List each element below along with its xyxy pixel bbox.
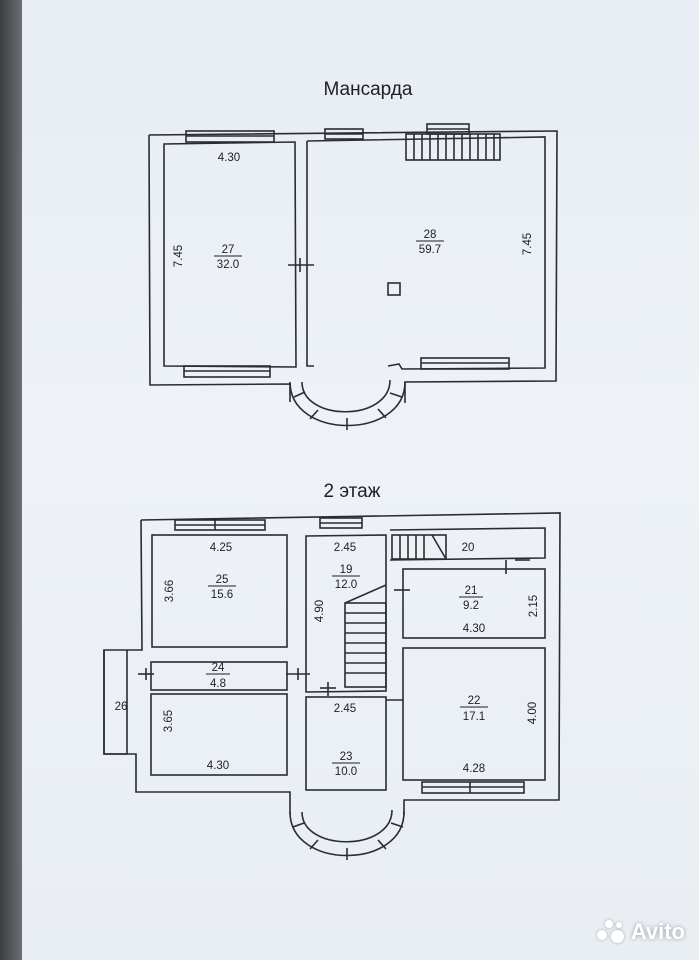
room-21-outline [402,568,546,639]
attic-chimney [387,282,401,296]
room-22-area: 17.1 [463,711,485,723]
paper-sheet [22,0,699,960]
room-lower-left-length: 3.65 [163,710,175,732]
attic-plan [148,123,558,430]
room-26-annex [103,650,128,755]
room-19-number: 19 [340,564,353,576]
room-21-width: 4.30 [463,623,485,635]
room-28-length: 7.45 [522,233,534,255]
room-23-width: 2.45 [334,703,356,715]
room-19-width: 2.45 [334,542,356,554]
room-24-outline [150,661,288,691]
room-27-width: 4.30 [218,152,240,164]
avito-logo-icon [596,918,625,946]
floor2-title: 2 этаж [324,481,381,502]
room-19-length: 4.90 [314,600,326,622]
room-27-area: 32.0 [217,259,239,271]
page-edge-shadow [0,0,22,960]
room-25-number: 25 [216,574,229,586]
room-22-length: 4.00 [527,702,539,724]
floor2-stairs [344,602,387,688]
room-24-number: 24 [212,662,225,674]
room-lower-left-outline [150,693,288,776]
room-25-outline [151,534,288,648]
room-28-number: 28 [424,229,437,241]
room-23-outline [305,696,387,791]
room-20-number: 20 [462,542,475,554]
room-28-area: 59.7 [419,244,441,256]
attic-stairs [405,133,501,161]
room-20-corridor [389,527,546,561]
avito-watermark: Avito [596,918,685,946]
room-lower-left-width: 4.30 [207,760,229,772]
room-19-outline [305,534,387,693]
room-25-area: 15.6 [211,589,233,601]
room-22-number: 22 [468,695,481,707]
room-22-outline [402,647,546,781]
room-21-length: 2.15 [528,595,540,617]
room-22-width: 4.28 [463,763,485,775]
room-27-length: 7.45 [173,245,185,267]
attic-title: Мансарда [324,79,413,100]
room-21-number: 21 [465,585,478,597]
room-23-area: 10.0 [335,766,357,778]
avito-watermark-text: Avito [630,919,685,944]
room-26-number: 26 [115,701,128,713]
room-21-area: 9.2 [463,600,479,612]
room-25-length: 3.66 [164,580,176,602]
room-23-number: 23 [340,751,353,763]
room-27-number: 27 [222,244,235,256]
room-25-width: 4.25 [210,542,232,554]
second-floor-plan [103,512,561,860]
room-19-area: 12.0 [335,579,357,591]
room-24-area: 4.8 [210,678,226,690]
